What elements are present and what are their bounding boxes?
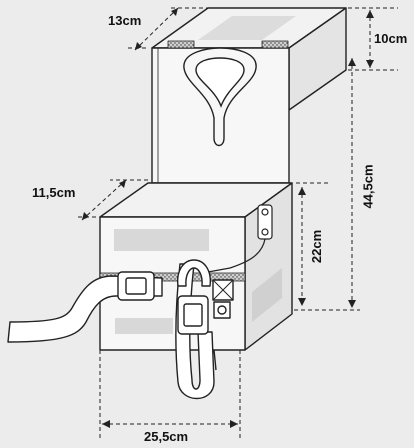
carry-strap [7,259,217,399]
side-clip [207,204,273,273]
dimension-label-bottom-height: 22cm [309,229,325,264]
lower-box [99,182,293,351]
front-label-patch-bottom [115,318,173,334]
dimension-label-top-depth: 13cm [108,13,142,28]
velcro-strip-right [261,40,289,49]
dimension-label-top-height: 10cm [374,31,408,46]
handle-cutout [183,47,257,147]
ring-loop [213,301,231,319]
upper-sleeve [151,7,347,184]
dimension-label-bottom-depth: 11,5cm [32,185,76,200]
dimension-label-total-height: 44,5cm [360,164,376,209]
handle-loop [177,259,211,287]
velcro-strip-left [167,40,195,49]
dimension-arrows [82,8,374,428]
side-label-patch [252,268,282,322]
webbing-band [99,272,246,282]
front-label-patch-top [114,229,209,251]
dimension-label-width: 25,5cm [144,429,189,444]
dimension-lines [78,7,398,440]
